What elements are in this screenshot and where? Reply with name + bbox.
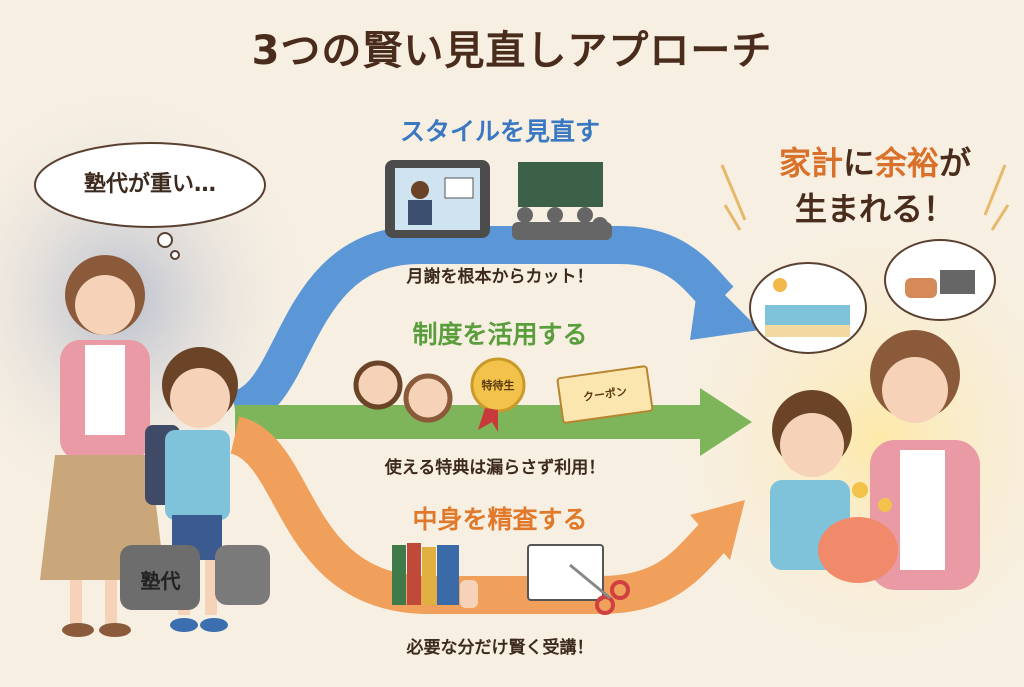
juku-bag-label: 塾代 [140,569,181,593]
scissors-icon [569,563,630,615]
books-icon [392,543,459,605]
students-icon [512,207,612,240]
result-line2: 生まれる！ [794,190,955,228]
badge-label: 特待生 [481,379,515,392]
child-face-icon [403,373,453,423]
pointing-hand-icon [460,580,478,608]
approach-style-caption: 月謝を根本からカット！ [406,267,594,287]
open-book-icon [527,544,604,601]
approach-content-caption: 必要な分だけ賢く受講！ [406,638,594,658]
blackboard-icon [518,162,603,207]
coin-purse-icon [818,517,898,583]
coupon-icon [556,365,654,424]
result-text-part: が [939,144,972,182]
result-highlight: 家計 [778,144,843,182]
result-text: 家計に余裕が 生まれる！ [740,140,1010,232]
approach-style-heading: スタイルを見直す [399,117,600,146]
approach-system-caption: 使える特典は漏らさず利用！ [384,458,606,478]
thought-bubble-text: 塾代が重い… [83,172,216,197]
thought-bubble [34,142,266,228]
blue-arrowhead [690,270,760,340]
page-title: 3つの賢い見直しアプローチ [251,28,773,74]
coin-icon [878,498,892,512]
green-arrowhead [700,388,752,456]
orange-arrowhead [690,500,745,560]
approach-content-heading: 中身を精査する [412,505,588,534]
blue-arrow [229,226,734,429]
juku-bag [120,545,200,610]
result-text-part: に [842,144,875,182]
bag [215,545,270,605]
worried-boy [145,347,238,632]
coin-icon [852,482,868,498]
sparkle-lines [720,164,1010,231]
result-highlight: 余裕 [875,144,940,182]
child-face-icon [353,360,403,410]
approach-system-heading: 制度を活用する [412,320,588,349]
